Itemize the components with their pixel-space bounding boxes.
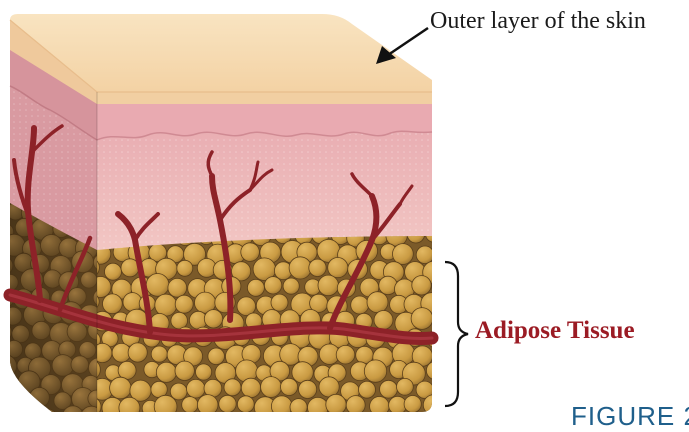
fat-cell bbox=[175, 295, 193, 313]
fat-cell bbox=[289, 257, 311, 279]
fat-cell bbox=[416, 246, 434, 264]
fat-cell bbox=[370, 397, 390, 417]
fat-cell bbox=[292, 362, 313, 383]
fat-cell bbox=[412, 276, 431, 295]
skin-cross-section-diagram: Outer layer of the skin Adipose Tissue F… bbox=[0, 0, 689, 422]
fat-cell bbox=[146, 274, 169, 297]
fat-cell bbox=[351, 296, 369, 314]
fat-cell bbox=[128, 343, 147, 362]
fat-cell bbox=[326, 394, 346, 414]
fat-cell bbox=[224, 379, 241, 396]
fat-cell bbox=[261, 377, 282, 398]
fat-cell bbox=[103, 294, 123, 314]
fat-cell bbox=[435, 312, 456, 333]
fat-cell bbox=[151, 346, 167, 362]
fat-cell bbox=[118, 361, 136, 379]
fat-cell bbox=[397, 378, 414, 395]
fat-cell bbox=[219, 395, 236, 412]
fat-cell bbox=[271, 396, 292, 417]
skin-block-illustration bbox=[0, 0, 689, 422]
fat-cell bbox=[12, 392, 33, 413]
fat-cell bbox=[264, 277, 281, 294]
fat-cell bbox=[237, 396, 254, 413]
fat-cell bbox=[411, 308, 433, 330]
figure-number-label: FIGURE 2 bbox=[571, 401, 689, 432]
fat-cell bbox=[177, 260, 193, 276]
fat-cell bbox=[182, 397, 198, 413]
fat-cell bbox=[241, 243, 260, 262]
fat-cell bbox=[432, 277, 452, 297]
fat-cell bbox=[318, 275, 339, 296]
fat-cell bbox=[155, 294, 177, 316]
fat-cell bbox=[271, 294, 288, 311]
adipose-tissue-label: Adipose Tissue bbox=[475, 317, 635, 345]
fat-cell bbox=[0, 394, 12, 410]
fat-cell bbox=[204, 310, 222, 328]
fat-cell bbox=[156, 362, 176, 382]
fat-cell bbox=[364, 360, 386, 382]
fat-cell bbox=[393, 244, 414, 265]
fat-cell bbox=[426, 361, 444, 379]
fat-cell bbox=[379, 276, 397, 294]
fat-cell bbox=[434, 379, 456, 401]
fat-cell bbox=[283, 278, 299, 294]
fat-cell bbox=[299, 380, 317, 398]
fat-cell bbox=[404, 396, 421, 413]
fat-cell bbox=[336, 345, 355, 364]
fat-cell bbox=[171, 312, 188, 329]
fat-cell bbox=[4, 405, 22, 422]
fat-cell bbox=[168, 278, 187, 297]
outer-layer-pointer-arrow bbox=[376, 28, 428, 64]
fat-cell bbox=[308, 397, 329, 418]
fat-cell bbox=[22, 404, 44, 423]
fat-cell bbox=[380, 380, 398, 398]
fat-cell bbox=[154, 395, 177, 418]
fat-cell bbox=[197, 395, 218, 416]
fat-cell bbox=[175, 361, 194, 380]
fat-cell bbox=[105, 263, 122, 280]
fat-cell bbox=[119, 397, 140, 418]
fat-cell bbox=[367, 292, 388, 313]
fat-cell bbox=[359, 381, 376, 398]
fat-cell bbox=[374, 311, 393, 330]
fat-cell bbox=[241, 378, 260, 397]
adipose-brace bbox=[445, 262, 468, 406]
fat-cell bbox=[346, 396, 365, 415]
fat-cell bbox=[437, 243, 453, 259]
fat-cell bbox=[434, 348, 451, 365]
fat-cell bbox=[290, 399, 307, 416]
fat-cell bbox=[328, 258, 348, 278]
fat-cell bbox=[309, 259, 326, 276]
fat-cell bbox=[196, 364, 212, 380]
outer-layer-label: Outer layer of the skin bbox=[430, 8, 646, 35]
fat-cell bbox=[247, 279, 264, 296]
fat-cell bbox=[281, 378, 298, 395]
fat-cell bbox=[208, 348, 225, 365]
fat-cell bbox=[423, 395, 443, 415]
fat-cell bbox=[187, 379, 206, 398]
fat-cell bbox=[110, 377, 132, 399]
